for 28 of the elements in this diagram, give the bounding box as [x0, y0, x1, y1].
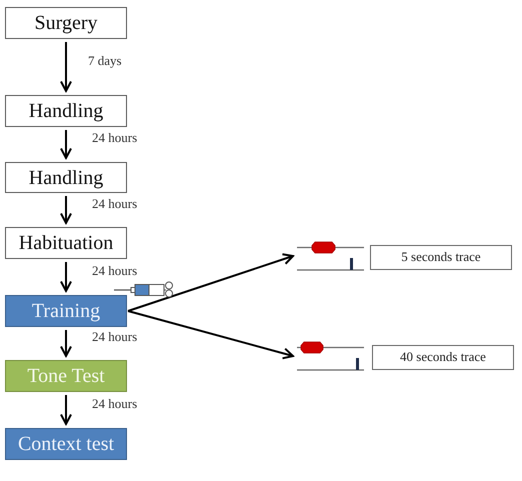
step-label: Context test — [18, 433, 114, 455]
arrow — [128, 310, 294, 360]
arrow — [60, 130, 72, 159]
step-box — [5, 227, 127, 259]
arrow — [60, 330, 72, 357]
arrow — [60, 395, 72, 425]
step-label: Habituation — [18, 232, 114, 254]
trace-timeline-drawing — [297, 341, 364, 371]
arrow — [60, 262, 72, 292]
step-box — [5, 295, 127, 327]
arrow — [128, 253, 294, 312]
step-box — [5, 428, 127, 460]
step-label: Surgery — [34, 12, 98, 34]
step-label: Tone Test — [27, 365, 105, 387]
step-label: Training — [32, 300, 100, 322]
step-label: 40 seconds trace — [400, 350, 486, 365]
step-label: 5 seconds trace — [401, 250, 481, 265]
step-label: Handling — [28, 166, 104, 188]
step-box — [370, 245, 512, 270]
step-box — [372, 345, 514, 370]
arrow — [60, 196, 72, 224]
step-label: Handling — [28, 100, 104, 122]
arrow — [60, 42, 72, 92]
step-box — [5, 162, 127, 193]
step-box — [5, 95, 127, 127]
trace-timeline-drawing — [297, 241, 364, 271]
step-box — [5, 360, 127, 392]
step-box — [5, 7, 127, 39]
